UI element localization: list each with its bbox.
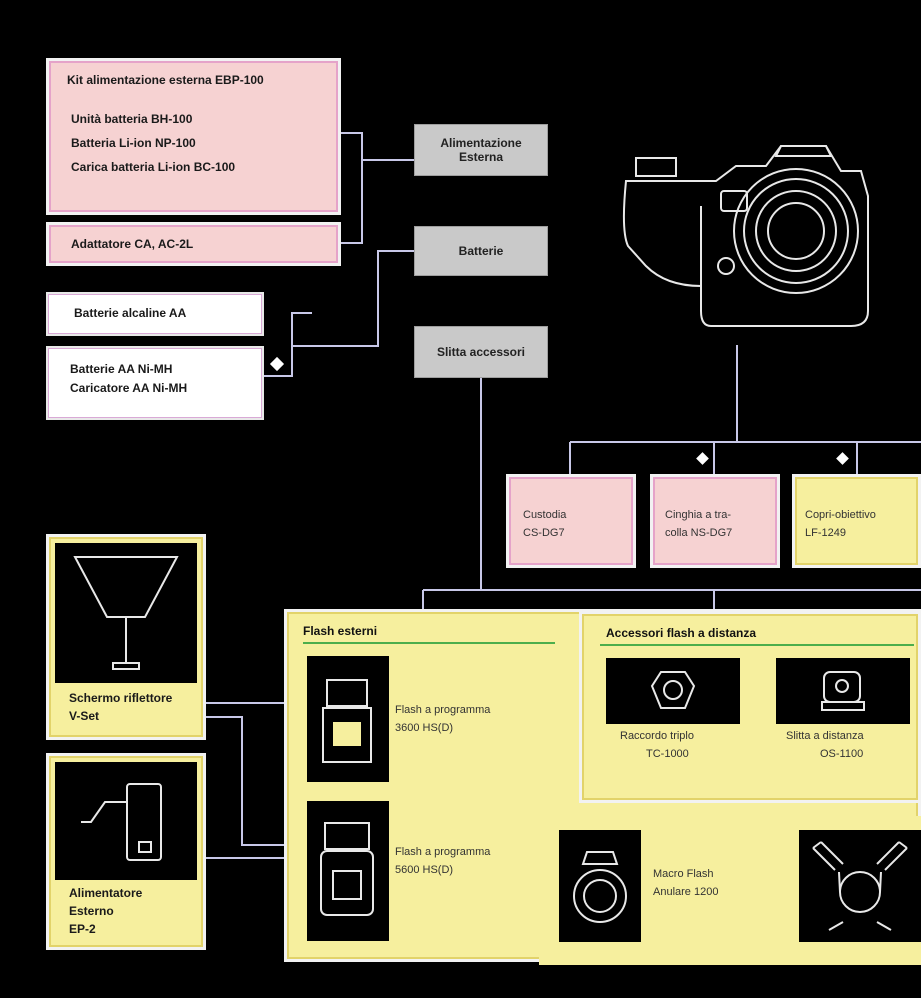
alimentazione-esterna-box: Alimentazione Esterna bbox=[414, 124, 548, 176]
twin-flash-icon bbox=[812, 841, 908, 931]
slitta-distanza-line2: OS-1100 bbox=[820, 748, 864, 760]
reflector-icon bbox=[73, 556, 179, 670]
nimh-line1: Batterie AA Ni-MH bbox=[70, 362, 173, 376]
ring-flash-icon bbox=[573, 851, 627, 923]
alimentazione-line2: Esterna bbox=[458, 150, 504, 164]
kit-item-1: Unità batteria BH-100 bbox=[71, 112, 193, 126]
schermo-line2: V-Set bbox=[69, 709, 100, 723]
alcaline-box: Batterie alcaline AA bbox=[46, 292, 264, 336]
macro-line1: Macro Flash bbox=[653, 868, 714, 880]
accessori-title: Accessori flash a distanza bbox=[606, 626, 757, 640]
accessori-title-underline bbox=[600, 644, 914, 646]
kit-title: Kit alimentazione esterna EBP-100 bbox=[67, 73, 264, 87]
accessori-flash-panel: Accessori flash a distanza Raccordo trip… bbox=[579, 611, 921, 803]
adattatore-box: Adattatore CA, AC-2L bbox=[46, 222, 341, 266]
alimentatore-ep2-box: Alimentatore Esterno EP-2 bbox=[46, 753, 206, 950]
kit-item-2: Batteria Li-ion NP-100 bbox=[71, 136, 196, 150]
alcaline-label: Batterie alcaline AA bbox=[74, 306, 187, 320]
cinghia-box: Cinghia a tra- colla NS-DG7 bbox=[650, 474, 780, 568]
f3600-line2: 3600 HS(D) bbox=[395, 722, 454, 734]
schermo-riflettore-box: Schermo riflettore V-Set bbox=[46, 534, 206, 740]
battery-pack-icon bbox=[81, 783, 162, 861]
ep2-line1: Alimentatore bbox=[69, 886, 143, 900]
copri-line2: LF-1249 bbox=[805, 527, 846, 539]
flash-5600-icon bbox=[320, 822, 374, 916]
slitta-distanza-line1: Slitta a distanza bbox=[786, 730, 864, 742]
cinghia-line1: Cinghia a tra- bbox=[665, 509, 732, 521]
adattatore-label: Adattatore CA, AC-2L bbox=[71, 237, 194, 251]
raccordo-line1: Raccordo triplo bbox=[620, 730, 694, 742]
f3600-line1: Flash a programma bbox=[395, 704, 491, 716]
cinghia-line2: colla NS-DG7 bbox=[665, 527, 733, 539]
flash-esterni-title: Flash esterni bbox=[303, 624, 378, 638]
alimentazione-line1: Alimentazione bbox=[440, 136, 522, 150]
copri-line1: Copri-obiettivo bbox=[805, 509, 876, 521]
ep2-line2: Esterno bbox=[69, 904, 114, 918]
macro-flash-area: Macro Flash Anulare 1200 bbox=[539, 816, 921, 965]
custodia-line1: Custodia bbox=[523, 509, 567, 521]
custodia-line2: CS-DG7 bbox=[523, 527, 565, 539]
f5600-line1: Flash a programma bbox=[395, 846, 491, 858]
batterie-box: Batterie bbox=[414, 226, 548, 276]
slitta-label: Slitta accessori bbox=[436, 345, 526, 359]
custodia-box: Custodia CS-DG7 bbox=[506, 474, 636, 568]
kit-alimentazione-box: Kit alimentazione esterna EBP-100 Unità … bbox=[46, 58, 341, 215]
ep2-line3: EP-2 bbox=[69, 922, 96, 936]
nimh-line2: Caricatore AA Ni-MH bbox=[70, 381, 188, 395]
slitta-accessori-box: Slitta accessori bbox=[414, 326, 548, 378]
raccordo-line2: TC-1000 bbox=[646, 748, 689, 760]
camera-icon bbox=[622, 145, 869, 327]
copri-obiettivo-box: Copri-obiettivo LF-1249 bbox=[792, 474, 921, 568]
slitta-distanza-icon bbox=[821, 671, 865, 711]
batterie-label: Batterie bbox=[458, 244, 504, 258]
f5600-line2: 5600 HS(D) bbox=[395, 864, 454, 876]
macro-line2: Anulare 1200 bbox=[653, 886, 719, 898]
nimh-box: Batterie AA Ni-MH Caricatore AA Ni-MH bbox=[46, 346, 264, 420]
schermo-line1: Schermo riflettore bbox=[69, 691, 173, 705]
flash-title-underline bbox=[303, 642, 555, 644]
flash-3600-icon bbox=[322, 679, 372, 763]
raccordo-icon bbox=[650, 671, 696, 709]
flash-panel: Flash esterni Flash a programma 3600 HS(… bbox=[284, 609, 921, 965]
kit-item-3: Carica batteria Li-ion BC-100 bbox=[71, 160, 236, 174]
